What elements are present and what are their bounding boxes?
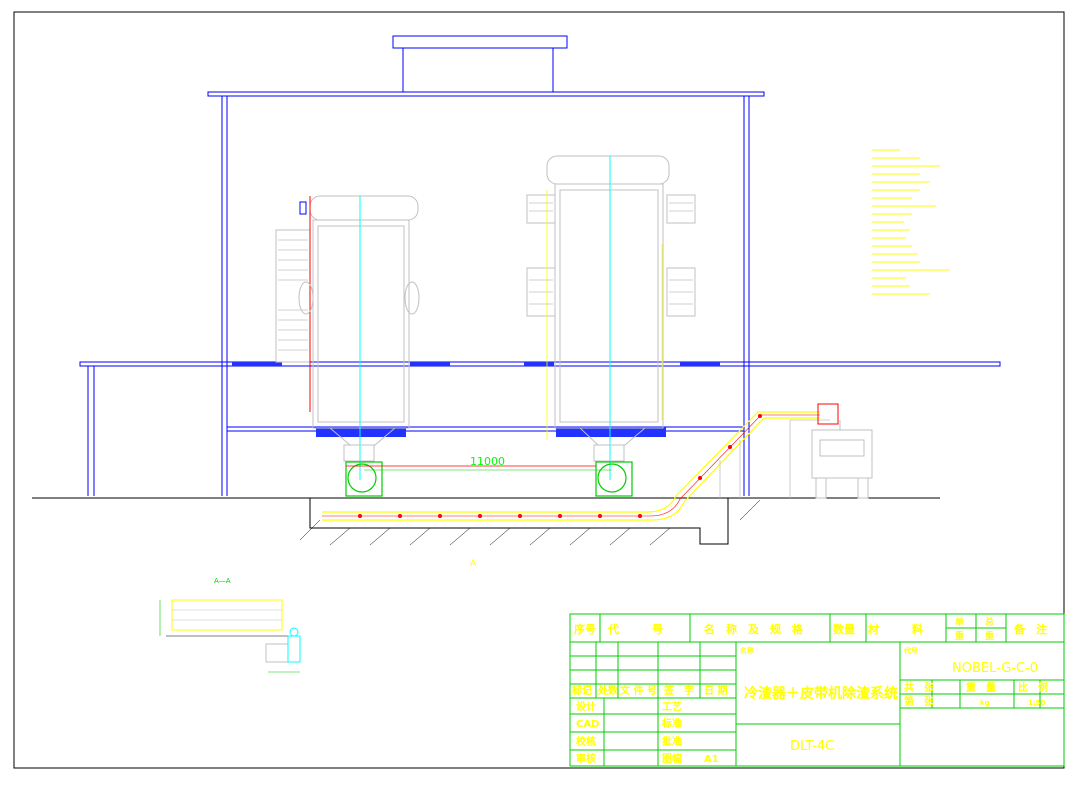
- name-label: 名称: [740, 646, 754, 655]
- header-code: 代 号: [607, 622, 663, 636]
- dimension-11000: 11000: [364, 455, 612, 471]
- header-qty: 数量: [833, 622, 855, 636]
- header-remark: 备 注: [1013, 622, 1047, 636]
- model-number: DLT-4C: [790, 739, 834, 754]
- header-name: 名 称 及 规 格: [704, 622, 804, 636]
- role-check: 校核: [576, 735, 596, 748]
- header-unit-weight-2: 重: [955, 630, 964, 642]
- boiler-2-hopper: [578, 427, 647, 446]
- header-material: 材 料: [868, 622, 923, 636]
- role-approve: 批准: [662, 735, 682, 748]
- sheet-size-value: A1: [704, 754, 719, 765]
- role-review: 审核: [576, 752, 596, 765]
- roof-vent: [392, 35, 568, 49]
- role-design: 设计: [576, 700, 596, 713]
- header-unit-weight-1: 单: [955, 616, 964, 628]
- boiler-building: [32, 35, 1001, 499]
- slag-cooler-2: [595, 461, 633, 497]
- conveyor-supports: [719, 419, 830, 498]
- dimension-text: 11000: [470, 455, 505, 468]
- rev-count: 处数: [597, 684, 619, 697]
- header-total-weight-1: 总: [985, 616, 994, 628]
- stats-sheet-no: 第 张: [904, 695, 935, 708]
- soil-hatching: [299, 499, 761, 546]
- boiler-2-body: [554, 183, 664, 429]
- conveyor-rollers: [358, 414, 762, 518]
- section-marker: A: [470, 559, 477, 569]
- role-standard: 标准: [661, 717, 682, 730]
- section-a-a-view: A—A: [159, 577, 301, 673]
- stats-sheets: 共 张: [904, 681, 935, 694]
- title-block: 序号 代 号 名 称 及 规 格 数量 材 料 单 重 总 重 备 注 标记 处…: [569, 613, 1065, 767]
- drawing-code-label: 代号: [903, 646, 918, 655]
- belt-conveyor: [322, 411, 820, 521]
- slag-cooler-1: [345, 461, 383, 497]
- boiler-2: [526, 155, 696, 480]
- rev-date: 日 期: [704, 684, 727, 697]
- role-process: 工艺: [662, 700, 682, 713]
- header-total-weight-2: 重: [985, 630, 994, 642]
- floor-hatching: [232, 362, 720, 437]
- rev-doc-no: 文 件 号: [620, 684, 657, 697]
- boiler-1: [275, 195, 420, 480]
- roof-vent-stack: [402, 47, 554, 93]
- boiler-1-body: [312, 219, 410, 429]
- header-seq: 序号: [574, 622, 596, 636]
- dump-truck: [811, 420, 873, 499]
- rev-sign: 签 字: [663, 684, 694, 697]
- drawing-frame: [13, 11, 1065, 769]
- boiler-1-drum: [309, 195, 419, 221]
- drawing-code: NOBEL-G-C-0: [952, 661, 1038, 676]
- boiler-1-hopper: [328, 427, 397, 446]
- section-label: A—A: [214, 577, 231, 585]
- role-sheet-size: 图幅: [662, 752, 682, 765]
- conveyor-pit: [309, 498, 729, 545]
- boiler-2-drum: [546, 155, 670, 185]
- stats-weight-unit: kg: [980, 699, 990, 707]
- roof-slab: [207, 91, 765, 97]
- stats-scale: 比 例: [1018, 681, 1048, 694]
- stats-scale-value: 1:50: [1028, 699, 1046, 707]
- role-cad: CAD: [576, 719, 599, 730]
- stats-weight: 重 量: [966, 681, 996, 694]
- conveyor-head-drum: [817, 403, 839, 425]
- drawing-title: 冷渣器＋皮带机除渣系统: [744, 685, 898, 702]
- rev-mark: 标记: [571, 684, 592, 697]
- technical-notes: [872, 149, 950, 295]
